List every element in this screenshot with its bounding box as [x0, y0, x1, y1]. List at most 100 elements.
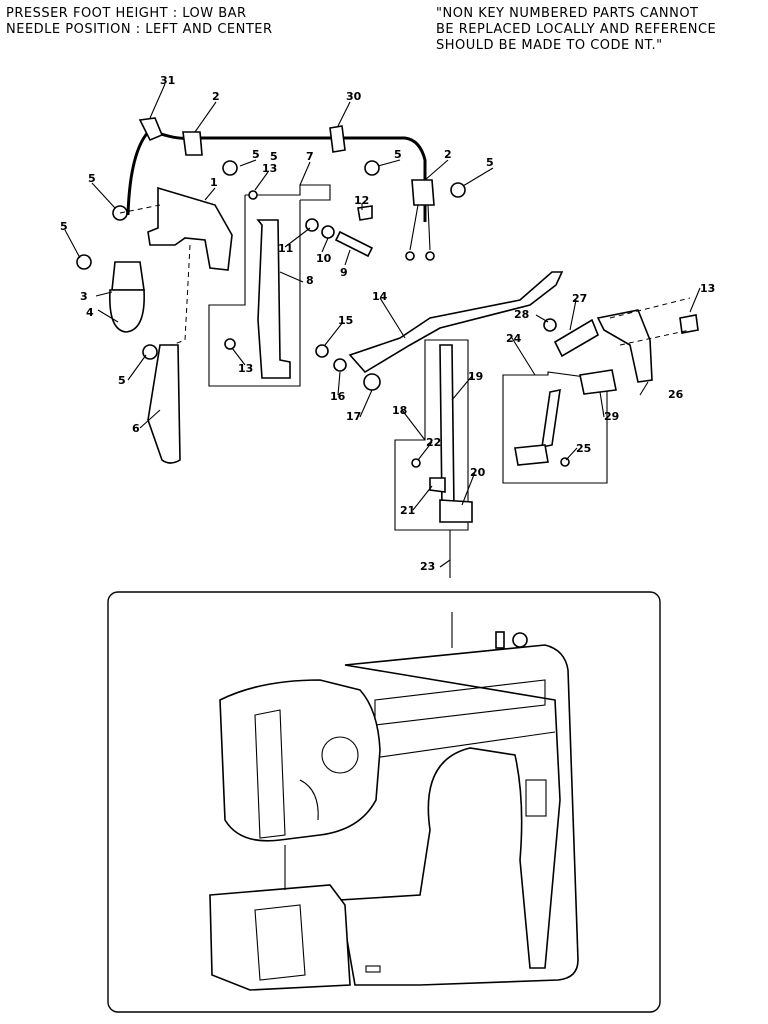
machine-body	[339, 644, 579, 986]
callout-24: 24	[506, 332, 522, 345]
callout-5-g: 5	[270, 150, 278, 163]
part-2-left	[182, 131, 203, 156]
bed-panel	[254, 904, 306, 981]
group-box-7	[208, 195, 301, 387]
replacement-note-line-1: "NON KEY NUMBERED PARTS CANNOT	[436, 6, 699, 21]
callout-21: 21	[400, 504, 415, 517]
callout-3: 3	[80, 290, 88, 303]
part-6	[147, 344, 181, 464]
callout-2-top: 2	[212, 90, 220, 103]
part-3	[111, 261, 145, 291]
lead-end-left	[405, 251, 415, 261]
part-26	[596, 309, 653, 383]
callout-5-b: 5	[394, 148, 402, 161]
callout-20: 20	[470, 466, 486, 479]
part-25	[560, 457, 570, 467]
callout-4: 4	[86, 306, 94, 319]
machine-arm-line	[359, 731, 556, 761]
part-21	[429, 477, 446, 493]
part-1-bracket	[147, 186, 233, 271]
callout-2-right: 2	[444, 148, 452, 161]
part-12	[357, 205, 373, 221]
callout-19: 19	[468, 370, 483, 383]
part-8-frame	[256, 219, 291, 379]
part-2-right	[411, 179, 435, 206]
part-31	[138, 117, 164, 142]
thread-wire	[149, 128, 427, 222]
screw-5-group	[76, 160, 466, 360]
callout-23: 23	[420, 560, 435, 573]
callout-26: 26	[668, 388, 684, 401]
dial-post	[495, 631, 505, 649]
part-11	[305, 218, 319, 232]
callout-14: 14	[372, 290, 388, 303]
part-24-arm	[541, 388, 561, 449]
replacement-note: "NON KEY NUMBERED PARTS CANNOT BE REPLAC…	[436, 6, 716, 54]
callout-16: 16	[330, 390, 346, 403]
part-13-top	[248, 190, 258, 200]
part-22	[411, 458, 421, 468]
thread-wire-left	[126, 128, 152, 216]
callout-31: 31	[160, 74, 175, 87]
presser-foot-height-text: PRESSER FOOT HEIGHT : LOW BAR	[6, 6, 247, 21]
machine-head	[219, 679, 381, 842]
callout-15: 15	[338, 314, 353, 327]
replacement-note-line-2: BE REPLACED LOCALLY AND REFERENCE	[436, 22, 717, 37]
callout-18: 18	[392, 404, 407, 417]
callout-5-e: 5	[60, 220, 68, 233]
callout-5-c: 5	[486, 156, 494, 169]
body-badge	[365, 965, 381, 973]
leader-lines	[64, 83, 701, 568]
callout-13-right: 13	[700, 282, 715, 295]
callout-13-lower: 13	[238, 362, 253, 375]
dash-5	[119, 204, 161, 214]
sewing-machine-inset	[107, 591, 661, 1013]
callout-17: 17	[346, 410, 361, 423]
callout-5-f: 5	[118, 374, 126, 387]
replacement-note-line-3: SHOULD BE MADE TO CODE NT."	[436, 38, 663, 53]
part-30	[329, 125, 346, 153]
bobbin-winder	[512, 632, 528, 648]
callout-28: 28	[514, 308, 529, 321]
callout-7: 7	[306, 150, 314, 163]
dash-26	[609, 297, 691, 346]
dash-1	[171, 244, 191, 346]
part-13-right	[679, 314, 699, 334]
callout-9: 9	[340, 266, 348, 279]
part-14-lever	[348, 271, 564, 374]
part-15	[315, 344, 329, 358]
part-9-pin	[334, 230, 374, 258]
part-29	[579, 369, 617, 395]
bracket-7	[245, 184, 331, 201]
part-16	[333, 358, 347, 372]
part-20-clamp	[439, 499, 473, 523]
callout-22: 22	[426, 436, 441, 449]
callout-13-top: 13	[262, 162, 277, 175]
leads	[409, 204, 431, 251]
machine-bed-front	[209, 884, 351, 991]
needle-bar-frame	[254, 709, 286, 839]
part-17	[363, 373, 381, 391]
part-13-lower	[224, 338, 236, 350]
body-label-plate	[525, 779, 547, 817]
part-4-bulb	[109, 289, 145, 333]
callout-5-d: 5	[88, 172, 96, 185]
callout-5-a: 5	[252, 148, 260, 161]
part-10	[321, 225, 335, 239]
callout-10: 10	[316, 252, 332, 265]
callout-12: 12	[354, 194, 369, 207]
callout-29: 29	[604, 410, 619, 423]
callout-6: 6	[132, 422, 140, 435]
head-mechanism	[321, 736, 359, 774]
callout-30: 30	[346, 90, 362, 103]
callout-25: 25	[576, 442, 591, 455]
head-linkage	[299, 779, 319, 821]
needle-position-text: NEEDLE POSITION : LEFT AND CENTER	[6, 22, 273, 37]
lead-end-right	[425, 251, 435, 261]
callout-11: 11	[278, 242, 293, 255]
callout-27: 27	[572, 292, 587, 305]
part-24-block	[514, 444, 549, 466]
callout-labels: 1 2 2 3 4 5 5 5 5 5 5 5 6 7 8 9 10 11 12…	[60, 74, 715, 573]
callout-1: 1	[210, 176, 218, 189]
